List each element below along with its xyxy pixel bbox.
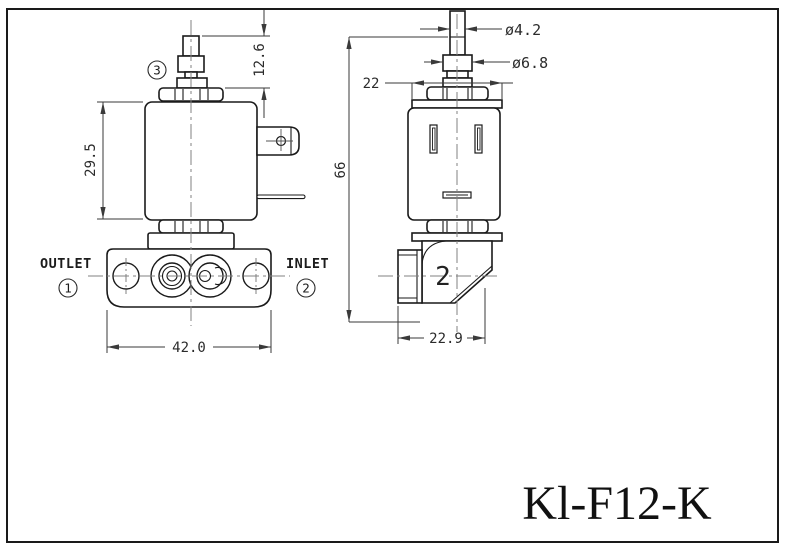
side-view-arrowheads bbox=[346, 26, 502, 341]
dim-stem-diameter: ø6.8 bbox=[512, 54, 548, 72]
connector-pin bbox=[256, 194, 306, 200]
inlet-label: INLET bbox=[286, 256, 329, 272]
body-slots bbox=[429, 124, 483, 199]
stem-balloon: 3 bbox=[147, 60, 167, 80]
coil-body bbox=[144, 101, 258, 221]
dim-top-width: 22 bbox=[363, 76, 380, 92]
side-view-centerlines bbox=[378, 14, 500, 332]
dim-stem-height: 12.6 bbox=[252, 43, 268, 77]
dim-tip-diameter: ø4.2 bbox=[505, 21, 541, 39]
side-body bbox=[407, 107, 501, 221]
outlet-ref-number: 1 bbox=[64, 281, 72, 296]
connector-mark: 2 bbox=[435, 262, 451, 292]
inlet-ref-number: 2 bbox=[302, 281, 310, 296]
stem-base bbox=[176, 77, 208, 89]
part-number: Kl-F12-K bbox=[522, 477, 712, 530]
outlet-balloon: 1 bbox=[58, 278, 78, 298]
dim-connector-width: 22.9 bbox=[429, 331, 463, 347]
inlet-balloon: 2 bbox=[296, 278, 316, 298]
outlet-label: OUTLET bbox=[40, 256, 92, 272]
front-view-centerlines bbox=[88, 20, 290, 326]
dim-base-width: 42.0 bbox=[172, 340, 206, 356]
dim-total-height: 66 bbox=[333, 162, 349, 179]
stem-ref-number: 3 bbox=[153, 63, 161, 78]
side-view bbox=[397, 10, 503, 304]
dim-coil-height: 29.5 bbox=[83, 143, 99, 177]
front-view-arrowheads bbox=[100, 24, 271, 350]
